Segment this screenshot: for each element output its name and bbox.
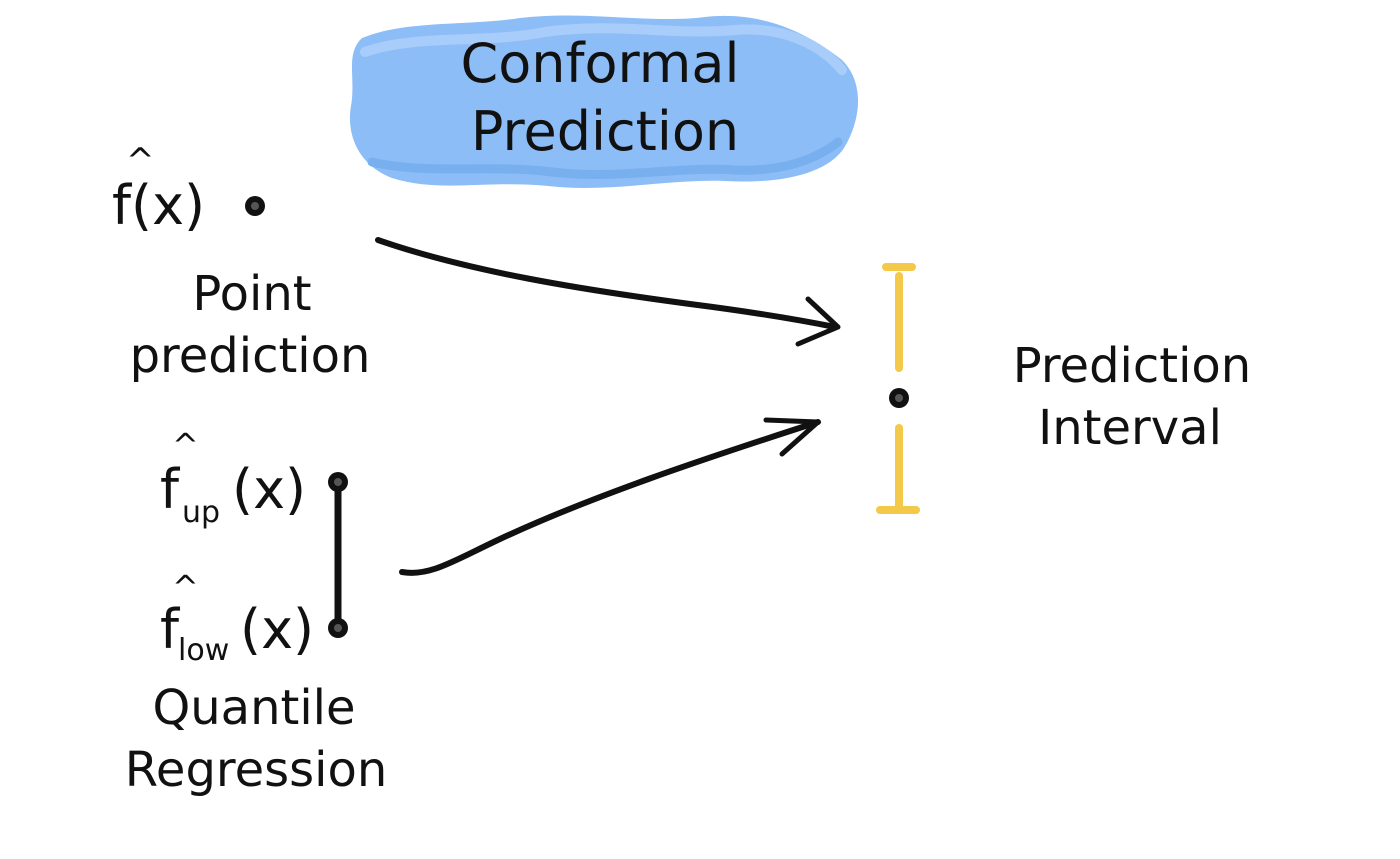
lower-quantile-argument: (x) (240, 598, 314, 661)
quantile-regression-label-line-1: Quantile (152, 680, 355, 736)
point-to-interval-arrowhead (795, 296, 841, 347)
point-prediction-label-line-1: Point (192, 266, 311, 322)
prediction-interval-marker (876, 263, 920, 514)
point-prediction-formula: f(x) (112, 174, 205, 237)
arrows (375, 237, 841, 576)
prediction-interval-label-line-2: Interval (1038, 400, 1222, 456)
point-prediction-hat: ^ (126, 141, 155, 181)
title-line-2: Prediction (471, 100, 739, 163)
upper-quantile-hat: ^ (172, 426, 199, 464)
upper-quantile-f: f (160, 458, 181, 521)
title-highlight-blob (349, 15, 859, 188)
title-highlight (349, 15, 859, 188)
prediction-interval-label-line-1: Prediction (1013, 338, 1251, 394)
point-to-interval-arrow (375, 237, 838, 330)
point-prediction-group: ^ f(x) Point prediction (112, 141, 370, 384)
upper-quantile-argument: (x) (232, 458, 306, 521)
title-line-1: Conformal (461, 32, 740, 95)
lower-quantile-f: f (160, 598, 181, 661)
point-prediction-label-line-2: prediction (130, 328, 371, 384)
lower-quantile-hat: ^ (172, 568, 199, 606)
quantile-regression-label-line-2: Regression (125, 742, 388, 798)
quantile-regression-group: ^ f up (x) ^ f low (x) Quantile Regressi… (125, 426, 388, 798)
quantile-to-interval-arrowhead (763, 417, 821, 457)
quantile-to-interval-arrow (399, 419, 821, 576)
upper-quantile-subscript: up (182, 495, 220, 530)
lower-quantile-subscript: low (178, 633, 229, 668)
